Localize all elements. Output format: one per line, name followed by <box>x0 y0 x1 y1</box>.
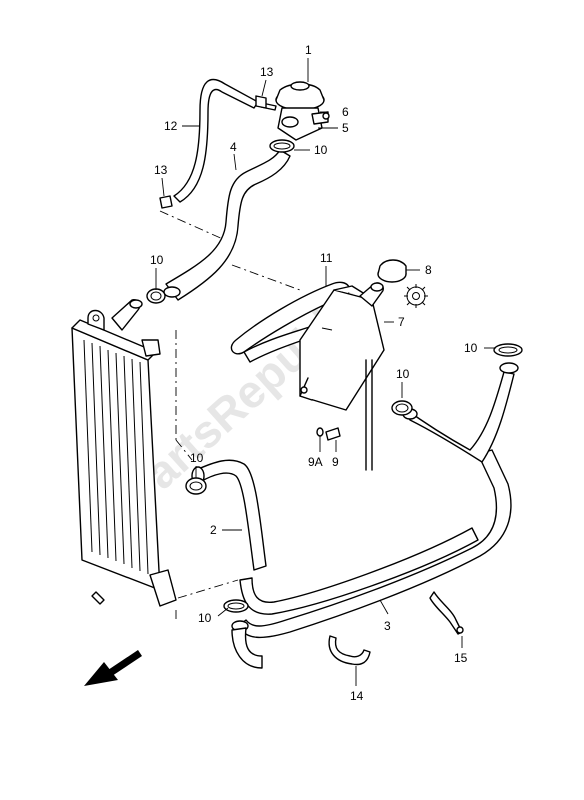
radiator <box>71 298 177 607</box>
gear-icon <box>404 284 428 308</box>
bracket-15 <box>429 591 464 635</box>
hose-clamp-10-bottom <box>223 599 249 613</box>
callout-14: 14 <box>350 689 364 703</box>
callout-10-bottom: 10 <box>198 611 212 625</box>
bracket-14 <box>328 635 371 666</box>
front-arrow-icon <box>84 650 142 686</box>
callout-2: 2 <box>210 523 217 537</box>
callout-9: 9 <box>332 455 339 469</box>
callout-6: 6 <box>342 105 349 119</box>
callout-7: 7 <box>398 315 405 329</box>
callouts: 1 13 6 12 5 10 4 13 10 11 8 7 10 10 9A 9… <box>150 43 478 703</box>
callout-5: 5 <box>342 121 349 135</box>
callout-12: 12 <box>164 119 178 133</box>
callout-4: 4 <box>230 140 237 154</box>
bolt-9 <box>316 427 341 441</box>
hose-3 <box>231 362 519 669</box>
hose-clamp-10-mid <box>185 477 207 495</box>
hose-12 <box>173 78 259 203</box>
reservoir-tank <box>299 282 385 471</box>
callout-10-mid-right: 10 <box>396 367 410 381</box>
leader-lines <box>155 58 496 686</box>
callout-10-right: 10 <box>464 341 478 355</box>
callout-3: 3 <box>384 619 391 633</box>
filler-neck <box>277 107 330 141</box>
hose-clamp-10-right <box>391 343 523 416</box>
callout-1: 1 <box>305 43 312 57</box>
reference-lines <box>159 210 301 622</box>
hose-clamp-10-left <box>146 288 166 304</box>
hose-clamp-10-top <box>269 139 295 153</box>
callout-11: 11 <box>320 251 333 265</box>
callout-15: 15 <box>454 651 468 665</box>
hose-clip-13 <box>159 95 267 209</box>
callout-13-top: 13 <box>260 65 274 79</box>
callout-10-top: 10 <box>314 143 328 157</box>
reservoir-cap-8 <box>377 259 407 283</box>
callout-13-left: 13 <box>154 163 168 177</box>
callout-8: 8 <box>425 263 432 277</box>
callout-10-left: 10 <box>150 253 164 267</box>
callout-10-mid: 10 <box>190 451 204 465</box>
hose-2 <box>191 459 267 571</box>
callout-9a: 9A <box>308 455 323 469</box>
hose-4 <box>163 149 291 301</box>
radiator-cap <box>275 81 325 111</box>
